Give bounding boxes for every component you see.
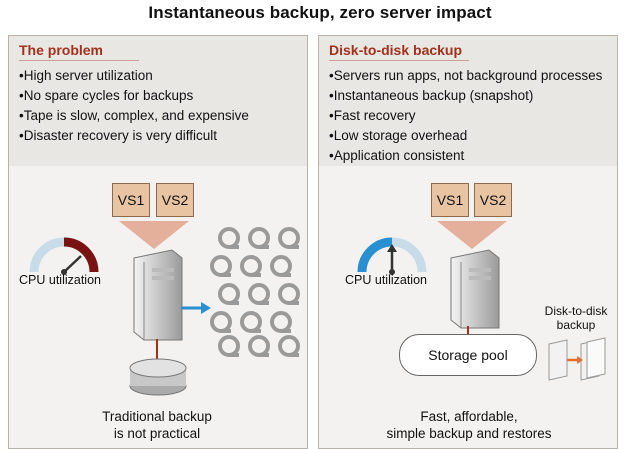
solution-panel: Disk-to-disk backup •Servers run apps, n… bbox=[318, 35, 618, 449]
tape-reel-icon bbox=[270, 255, 292, 277]
bullet: •High server utilization bbox=[19, 68, 153, 83]
caption-line: Traditional backup bbox=[102, 409, 212, 424]
bullet: •Low storage overhead bbox=[329, 128, 468, 143]
vs1-box: VS1 bbox=[431, 183, 469, 217]
tape-reel-icon bbox=[240, 311, 262, 333]
bullet: •Fast recovery bbox=[329, 108, 416, 123]
server-icon bbox=[133, 249, 183, 341]
bullet: •Tape is slow, complex, and expensive bbox=[19, 108, 249, 123]
disk-link bbox=[156, 339, 158, 361]
bullet: •No spare cycles for backups bbox=[19, 88, 194, 103]
problem-header: The problem •High server utilization •No… bbox=[9, 36, 307, 166]
tape-reel-icon bbox=[210, 311, 232, 333]
heading-rule bbox=[19, 60, 139, 61]
left-caption: Traditional backup is not practical bbox=[67, 408, 247, 442]
diagram-title: Instantaneous backup, zero server impact bbox=[148, 3, 492, 22]
d2d-line: backup bbox=[556, 318, 596, 332]
tape-reel-icon bbox=[278, 283, 300, 305]
tape-reel-icon bbox=[248, 227, 270, 249]
problem-bullets: •High server utilization •No spare cycle… bbox=[19, 66, 249, 146]
tape-reel-icon bbox=[218, 227, 240, 249]
tape-reel-icon bbox=[218, 283, 240, 305]
tape-reel-icon bbox=[278, 227, 300, 249]
vs1-box: VS1 bbox=[112, 183, 150, 217]
vs2-box: VS2 bbox=[156, 183, 194, 217]
vs2-box: VS2 bbox=[474, 183, 512, 217]
tape-reel-icon bbox=[270, 311, 292, 333]
cpu-gauge-icon bbox=[357, 237, 427, 275]
problem-heading: The problem bbox=[19, 42, 104, 58]
tape-reel-icon bbox=[210, 255, 232, 277]
server-icon bbox=[450, 249, 500, 329]
vm-beam bbox=[437, 221, 507, 249]
bullet: •Disaster recovery is very difficult bbox=[19, 128, 218, 143]
cpu-label: CPU utilization bbox=[345, 273, 427, 287]
d2d-label: Disk-to-disk backup bbox=[541, 304, 611, 332]
tape-reel-icon bbox=[278, 335, 300, 357]
cpu-label: CPU utilization bbox=[19, 273, 101, 287]
tape-reel-icon bbox=[240, 255, 262, 277]
solution-header: Disk-to-disk backup •Servers run apps, n… bbox=[319, 36, 617, 166]
tape-reel-icon bbox=[218, 335, 240, 357]
heading-rule bbox=[329, 60, 469, 61]
problem-panel: The problem •High server utilization •No… bbox=[8, 35, 308, 449]
cpu-gauge-icon bbox=[29, 237, 99, 275]
disk-icon bbox=[129, 358, 187, 396]
vm-beam bbox=[119, 221, 189, 249]
d2d-line: Disk-to-disk bbox=[544, 304, 608, 318]
backup-arrow-icon bbox=[181, 302, 211, 314]
right-caption: Fast, affordable, simple backup and rest… bbox=[379, 408, 559, 442]
caption-line: Fast, affordable, bbox=[420, 409, 518, 424]
tape-reel-icon bbox=[248, 283, 270, 305]
caption-line: is not practical bbox=[113, 426, 201, 441]
tape-reel-icon bbox=[248, 335, 270, 357]
storage-pool: Storage pool bbox=[399, 334, 537, 376]
bullet: •Application consistent bbox=[329, 148, 465, 163]
solution-bullets: •Servers run apps, not background proces… bbox=[329, 66, 602, 166]
caption-line: simple backup and restores bbox=[386, 426, 552, 441]
bullet: •Servers run apps, not background proces… bbox=[329, 68, 603, 83]
tape-reels bbox=[210, 227, 300, 357]
disk-to-disk-icon bbox=[548, 337, 606, 381]
bullet: •Instantaneous backup (snapshot) bbox=[329, 88, 534, 103]
solution-heading: Disk-to-disk backup bbox=[329, 42, 463, 58]
